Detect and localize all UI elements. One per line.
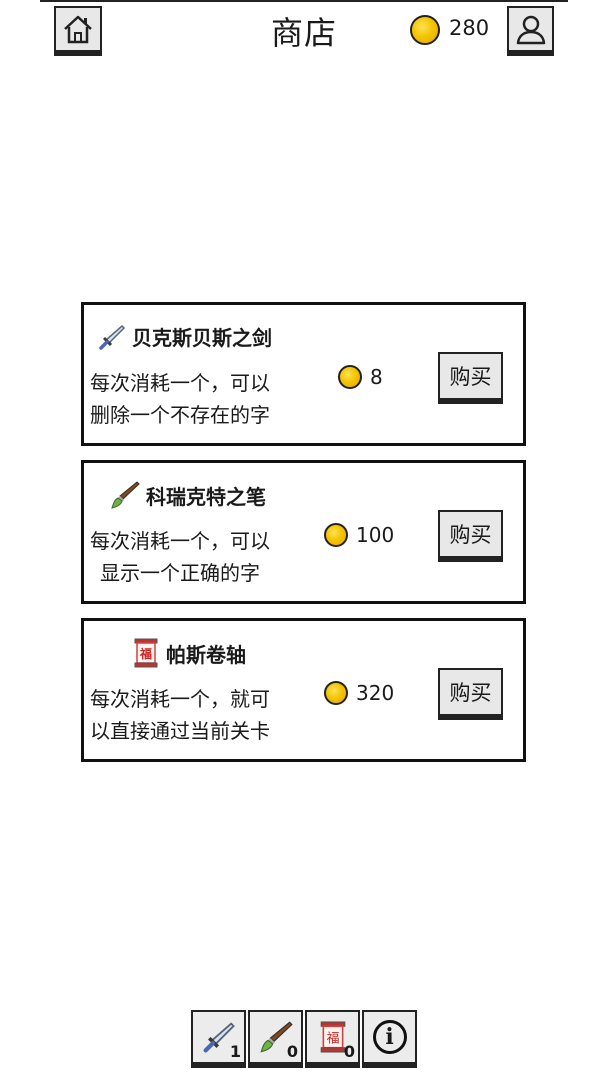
- scroll-glyph: 福: [326, 1031, 339, 1046]
- item-description: 每次消耗一个，可以 删除一个不存在的字: [90, 371, 270, 427]
- shop-item-card: 贝克斯贝斯之剑 每次消耗一个，可以 删除一个不存在的字 8 购买: [81, 302, 526, 446]
- info-icon: i: [372, 1020, 407, 1054]
- coin-icon: [410, 15, 440, 45]
- inventory-count: 0: [286, 1042, 298, 1061]
- top-divider: [40, 0, 568, 2]
- inventory-slot-scroll[interactable]: 福 0: [305, 1010, 360, 1068]
- item-title: 福 帕斯卷轴: [132, 638, 246, 668]
- item-name: 贝克斯贝斯之剑: [132, 326, 272, 350]
- scroll-icon: 福: [320, 1021, 345, 1053]
- buy-button[interactable]: 购买: [438, 510, 503, 562]
- info-button[interactable]: i: [362, 1010, 417, 1068]
- item-title: 科瑞克特之笔: [110, 480, 266, 510]
- item-price: 8: [370, 365, 383, 389]
- shop-item-card: 福 帕斯卷轴 每次消耗一个，就可 以直接通过当前关卡 320 购买: [81, 618, 526, 762]
- buy-button[interactable]: 购买: [438, 668, 503, 720]
- inventory-slot-sword[interactable]: 1: [191, 1010, 246, 1068]
- inventory-count: 0: [343, 1042, 355, 1061]
- item-description: 每次消耗一个，可以 显示一个正确的字: [90, 529, 270, 585]
- inventory-bar: 1 0 福 0 i: [191, 1010, 417, 1068]
- user-icon: [516, 15, 545, 45]
- home-icon: [64, 15, 92, 44]
- profile-button[interactable]: [507, 6, 554, 56]
- coin-icon: [324, 523, 348, 547]
- coin-icon: [338, 365, 362, 389]
- home-button[interactable]: [54, 6, 102, 56]
- shop-item-card: 科瑞克特之笔 每次消耗一个，可以 显示一个正确的字 100 购买: [81, 460, 526, 604]
- page-title: 商店: [270, 14, 337, 52]
- scroll-glyph: 福: [139, 646, 152, 661]
- sword-icon: [203, 1022, 235, 1053]
- item-name: 科瑞克特之笔: [146, 484, 266, 509]
- scroll-icon: 福: [134, 638, 158, 668]
- coin-balance: 280: [449, 16, 490, 40]
- paintbrush-icon: [111, 481, 140, 509]
- item-title: 贝克斯贝斯之剑: [98, 322, 272, 351]
- inventory-slot-brush[interactable]: 0: [248, 1010, 303, 1068]
- item-description: 每次消耗一个，就可 以直接通过当前关卡: [90, 687, 270, 743]
- paintbrush-icon: [259, 1021, 293, 1053]
- item-price: 100: [356, 523, 395, 547]
- inventory-count: 1: [229, 1042, 241, 1061]
- item-name: 帕斯卷轴: [166, 642, 246, 667]
- coin-icon: [324, 681, 348, 705]
- sword-icon: [99, 324, 126, 350]
- buy-button[interactable]: 购买: [438, 352, 503, 404]
- item-price: 320: [356, 681, 395, 705]
